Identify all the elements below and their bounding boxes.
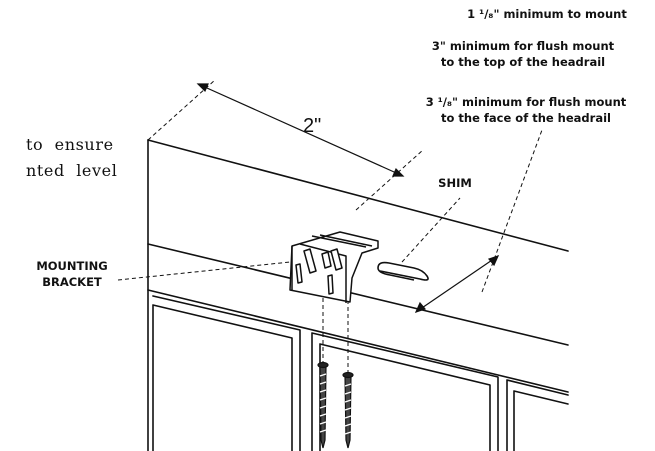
flush-top-line2: to the top of the headrail (440, 55, 606, 69)
min-mount-label: 1 ¹/₈" minimum to mount (467, 7, 627, 21)
flush-face-leader (481, 129, 543, 293)
flush-face-line1: 3 ¹/₈" minimum for flush mount (425, 95, 627, 109)
shim-leader (401, 197, 461, 263)
flush-top-line1: 3" minimum for flush mount (431, 39, 615, 53)
window-top-edge (147, 289, 569, 393)
flush-arrowhead-a (414, 301, 427, 313)
shim (377, 261, 429, 281)
dimension-arrowhead-b (392, 167, 405, 177)
extension-line-left (147, 79, 216, 141)
mounting-bracket (289, 231, 379, 303)
dimension-arrow-flush (415, 255, 499, 313)
dimension-arrow-2in (197, 83, 404, 177)
dimension-arrowhead-a (196, 83, 209, 93)
shim-label: SHIM (438, 176, 472, 190)
bracket-line2: BRACKET (42, 275, 102, 289)
header-top-edge (147, 139, 569, 252)
flush-face-label: 3 ¹/₈" minimum for flush mount to the fa… (404, 94, 648, 126)
flush-arrowhead-b (487, 255, 500, 267)
mounting-bracket-label: MOUNTING BRACKET (24, 258, 120, 290)
left-pane (152, 295, 301, 451)
screw-right (342, 371, 354, 449)
body-text-fragment-1: to ensure (26, 135, 114, 154)
header-bottom-edge (147, 243, 569, 346)
flush-top-label: 3" minimum for flush mount to the top of… (410, 38, 636, 70)
bracket-line1: MOUNTING (36, 259, 108, 273)
body-text-fragment-2: nted level (26, 161, 118, 180)
bracket-leader (117, 261, 291, 281)
flush-face-line2: to the face of the headrail (441, 111, 611, 125)
dimension-label: 2" (303, 115, 322, 137)
screw-left (317, 361, 329, 449)
right-pane (506, 379, 569, 451)
extension-line-right (355, 149, 424, 211)
center-pane (311, 332, 499, 451)
